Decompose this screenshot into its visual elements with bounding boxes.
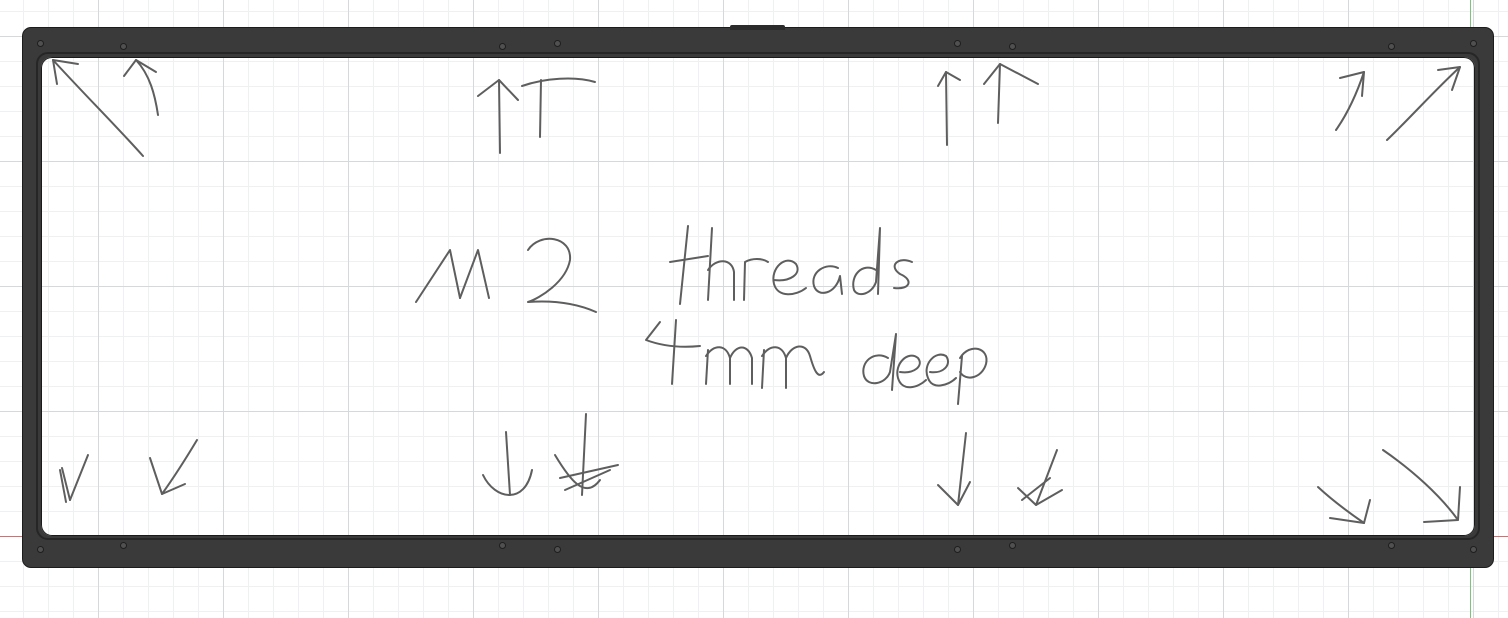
screw-hole[interactable] [1388, 43, 1395, 50]
screw-hole[interactable] [1470, 546, 1477, 553]
handwriting-4mm-deep [645, 319, 988, 405]
arrow-bottom-left-2 [149, 439, 198, 495]
arrow-bottom-mid-left-2 [554, 413, 619, 496]
screw-hole[interactable] [554, 40, 561, 47]
arrow-top-left-2 [123, 59, 159, 116]
arrow-top-mid-right-1 [937, 71, 961, 146]
arrow-bottom-mid-left-1 [482, 431, 533, 496]
screw-hole[interactable] [37, 546, 44, 553]
screw-hole[interactable] [954, 40, 961, 47]
screw-hole[interactable] [1009, 43, 1016, 50]
arrow-bottom-mid-right-1 [937, 432, 971, 506]
frame-opening [41, 57, 1475, 536]
arrow-top-mid-right-2 [983, 63, 1039, 124]
arrow-bottom-mid-right-2 [1017, 449, 1063, 506]
screw-hole[interactable] [499, 542, 506, 549]
frame-inner-rim [36, 52, 1480, 540]
screw-hole[interactable] [120, 43, 127, 50]
screw-hole[interactable] [954, 546, 961, 553]
arrow-top-left-1 [52, 59, 144, 157]
arrow-bottom-right-2 [1382, 449, 1461, 523]
screw-hole[interactable] [37, 40, 44, 47]
screw-hole[interactable] [1009, 542, 1016, 549]
screw-hole[interactable] [1470, 40, 1477, 47]
screw-hole[interactable] [554, 546, 561, 553]
arrow-bottom-right-1 [1317, 486, 1371, 524]
arrow-top-mid-left-1 [477, 79, 519, 154]
screw-hole[interactable] [499, 43, 506, 50]
frame-top-tab [730, 25, 785, 30]
arrow-top-right-2 [1386, 66, 1461, 141]
arrow-top-mid-left-2 [521, 77, 596, 138]
arrow-top-right-1 [1335, 71, 1365, 131]
handwriting-m2-threads [415, 225, 913, 313]
arrow-bottom-left-1 [59, 454, 89, 503]
screw-hole[interactable] [1388, 542, 1395, 549]
screw-hole[interactable] [120, 542, 127, 549]
